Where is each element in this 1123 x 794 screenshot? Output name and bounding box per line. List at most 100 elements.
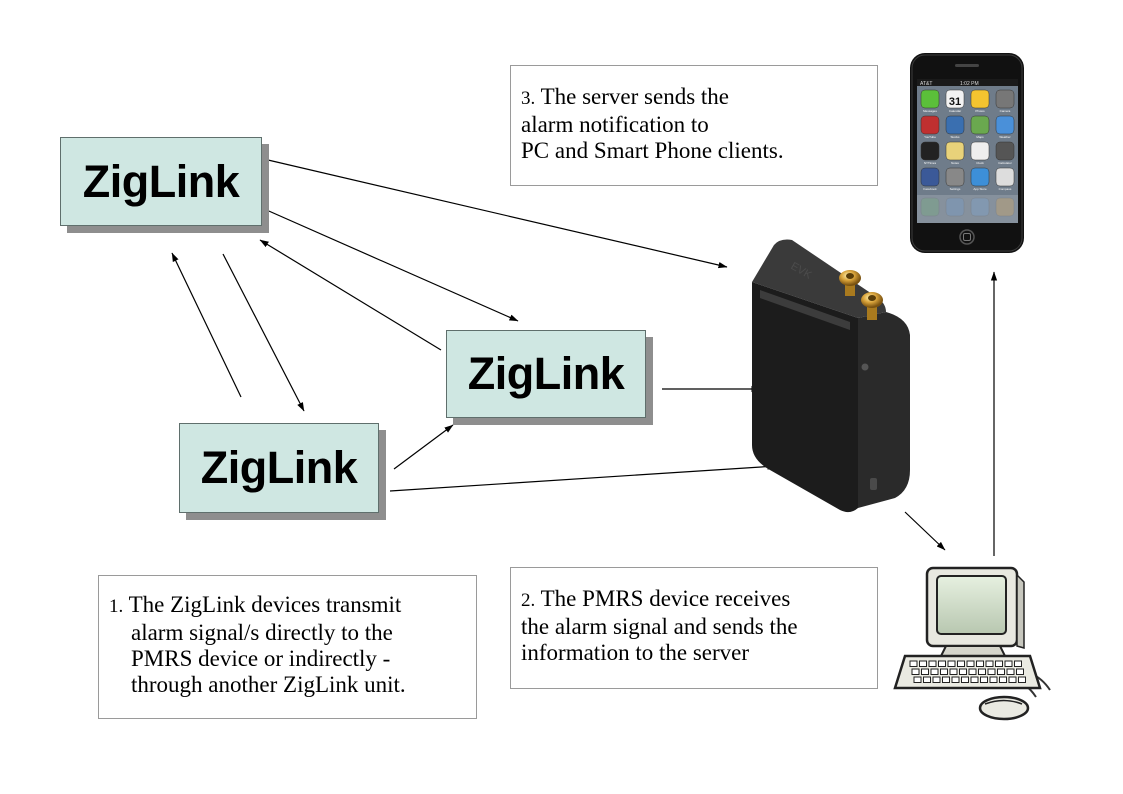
keyboard-key — [949, 668, 958, 675]
note-line: alarm notification to — [521, 112, 709, 137]
arrow-zigtop-to-zigbottom — [222, 253, 305, 412]
app-icon — [970, 141, 990, 161]
keyboard-key — [938, 660, 946, 667]
keyboard-key — [987, 668, 996, 675]
keyboard-key — [909, 660, 918, 667]
app-label: Calculator — [998, 161, 1012, 165]
app-label: Camera — [1000, 109, 1011, 113]
keyboard-key — [961, 676, 969, 683]
app-icon — [945, 167, 965, 187]
app-icon — [920, 115, 940, 135]
app-label: Notes — [951, 161, 959, 165]
note-line: information to the server — [521, 640, 750, 665]
arrow-zigbottom-to-zigtop — [171, 252, 242, 398]
app-icon — [970, 115, 990, 135]
keyboard-key — [978, 668, 986, 675]
antenna-connector-2 — [861, 292, 883, 320]
app-icon — [920, 89, 940, 109]
note-step-1: 1. The ZigLink devices transmit alarm si… — [98, 575, 477, 719]
keyboard-key — [966, 660, 975, 667]
pmrs-device-image: EVK — [752, 239, 910, 513]
app-label: NYTimes — [924, 161, 937, 165]
note-step-3: 3. The server sends the alarm notificati… — [510, 65, 878, 186]
app-icon — [920, 141, 940, 161]
ziglink-label: ZigLink — [60, 137, 262, 226]
app-icon — [970, 89, 990, 109]
note-line: The server sends the — [540, 84, 729, 109]
ziglink-label: ZigLink — [446, 330, 646, 418]
keyboard-key — [970, 676, 979, 683]
app-label: Photos — [975, 109, 985, 113]
app-label: Messages — [923, 109, 937, 113]
app-icon — [945, 141, 965, 161]
keyboard-key — [1016, 668, 1024, 675]
ziglink-node-top: ZigLink — [60, 137, 269, 233]
keyboard-key — [921, 668, 929, 675]
keyboard-key — [1008, 676, 1017, 683]
arrow-pmrs-to-server — [904, 511, 946, 551]
app-icon — [970, 167, 990, 187]
smartphone-image: AT&T 1:02 PM Messages Calendar Photos Camer… — [910, 53, 1024, 253]
app-icon — [995, 115, 1015, 135]
app-icon — [995, 167, 1015, 187]
keyboard-key — [942, 676, 950, 683]
app-label: Clock — [976, 161, 984, 165]
arrow-zigtop-to-zigmiddle — [261, 207, 519, 322]
note-step-2: 2. The PMRS device receives the alarm si… — [510, 567, 878, 689]
note-line: PMRS device or indirectly - — [131, 646, 391, 671]
ziglink-node-bottom: ZigLink — [179, 423, 386, 520]
keyboard-key — [989, 676, 998, 683]
keyboard-key — [1006, 668, 1015, 675]
keyboard-key — [1018, 676, 1026, 683]
keyboard-key — [951, 676, 960, 683]
app-icon — [945, 89, 965, 109]
step-number: 3. — [521, 88, 536, 109]
keyboard-key — [947, 660, 956, 667]
svg-text:AT&T: AT&T — [920, 81, 932, 87]
arrow-zigtop-to-pmrs — [267, 159, 728, 269]
app-icon — [920, 167, 940, 187]
keyboard-key — [976, 660, 984, 667]
keyboard-key — [923, 676, 931, 683]
app-label: Calendar — [949, 109, 961, 113]
connection-arrows — [171, 159, 998, 556]
note-line: the alarm signal and sends the — [521, 614, 798, 639]
app-label: Compass — [999, 187, 1012, 191]
keyboard-key — [999, 676, 1007, 683]
app-icon — [995, 89, 1015, 109]
note-line: The PMRS device receives — [540, 586, 791, 611]
keyboard-keys — [909, 660, 1026, 683]
keyboard-key — [930, 668, 939, 675]
keyboard-key — [997, 668, 1005, 675]
antenna-connector-1 — [839, 270, 861, 296]
step-number: 1. — [109, 596, 124, 617]
arrow-zigbottom-to-pmrs — [389, 463, 777, 492]
keyboard-key — [932, 676, 941, 683]
app-label: Weather — [999, 135, 1010, 139]
keyboard-key — [1004, 660, 1013, 667]
app-label: Maps — [976, 135, 984, 139]
calendar-day: 31 — [949, 96, 961, 108]
keyboard-key — [919, 660, 927, 667]
ziglink-node-middle: ZigLink — [446, 330, 653, 425]
app-label: YouTube — [924, 135, 936, 139]
keyboard-key — [940, 668, 948, 675]
keyboard-key — [959, 668, 967, 675]
keyboard-key — [928, 660, 937, 667]
step-number: 2. — [521, 590, 536, 611]
svg-text:1:02 PM: 1:02 PM — [960, 81, 979, 87]
computer-image — [893, 566, 1051, 721]
app-label: Settings — [950, 187, 961, 191]
keyboard-key — [980, 676, 988, 683]
keyboard-key — [968, 668, 977, 675]
app-icon — [995, 141, 1015, 161]
keyboard-key — [911, 668, 920, 675]
note-line: The ZigLink devices transmit — [128, 592, 402, 617]
arrow-zigmiddle-to-zigtop — [259, 239, 442, 351]
keyboard-key — [985, 660, 994, 667]
keyboard-key — [957, 660, 965, 667]
note-line: through another ZigLink unit. — [131, 672, 406, 697]
note-line: PC and Smart Phone clients. — [521, 138, 784, 163]
